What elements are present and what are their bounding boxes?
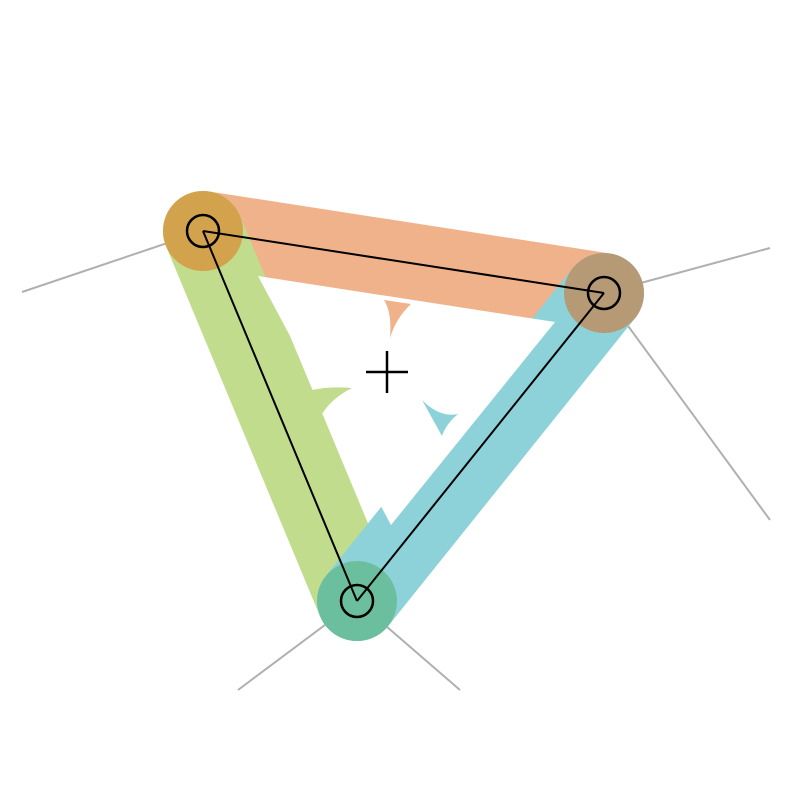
notch-mark-right	[422, 400, 458, 436]
guide-line-right-lower	[603, 292, 771, 521]
vertex-marker-right	[586, 275, 622, 311]
notch-mark-left	[312, 387, 352, 414]
center-plus-icon	[366, 351, 408, 393]
outline-left	[202, 230, 358, 602]
inner-triangle	[258, 276, 555, 525]
inner-region	[258, 276, 555, 525]
outline-right	[356, 292, 605, 602]
vertex-marker-top-left	[185, 213, 221, 249]
notch-marks	[312, 300, 458, 436]
notch-mark-top	[384, 300, 411, 338]
vertex-marker-bottom	[339, 583, 375, 619]
outline-top	[202, 230, 605, 294]
triangle-outline	[202, 230, 605, 602]
vertex-markers	[185, 213, 622, 619]
